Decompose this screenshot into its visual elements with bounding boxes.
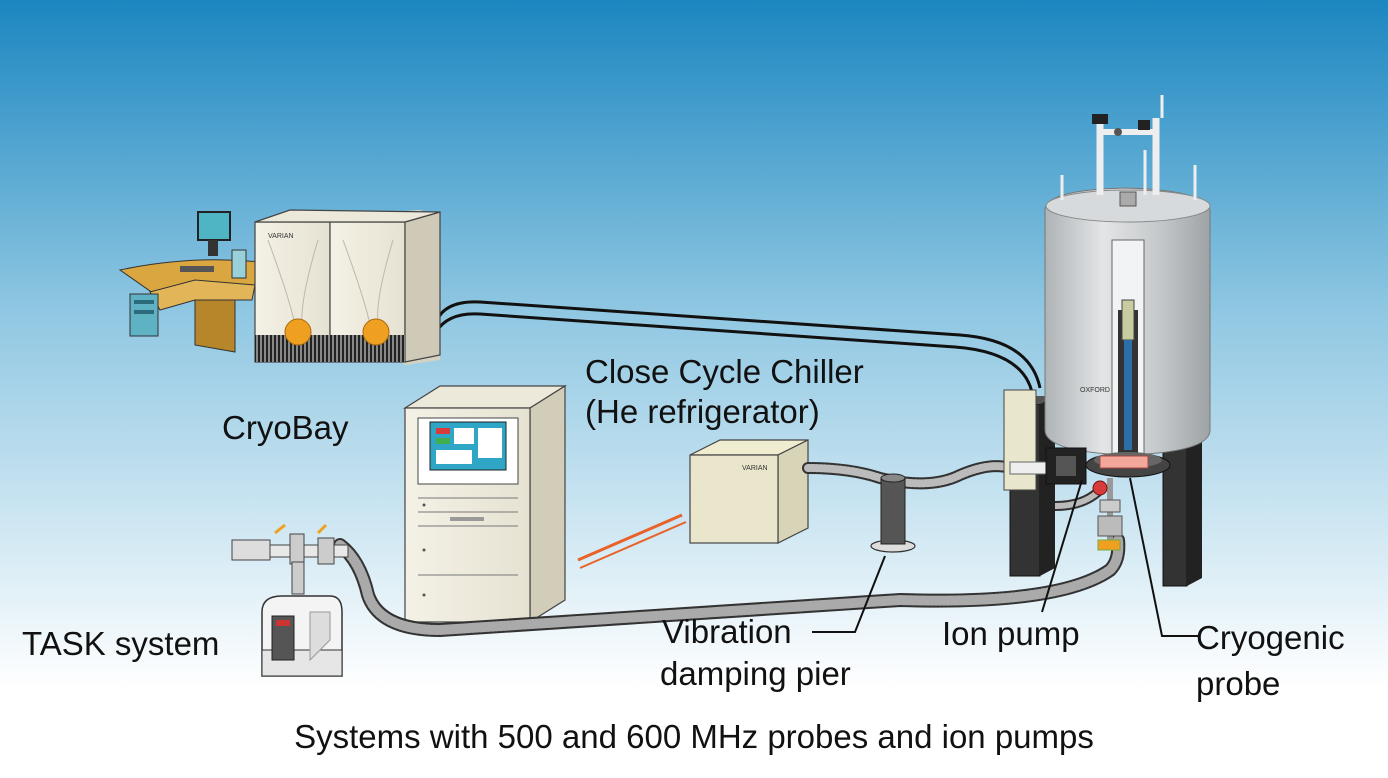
label-cryobay: CryoBay — [222, 409, 349, 446]
ion-pump-leader — [1041, 479, 1083, 613]
spectrometer-console — [402, 384, 568, 624]
vibration-damping-pier — [870, 473, 916, 553]
close-cycle-chiller: VARIAN — [689, 439, 809, 544]
leader-lines — [812, 477, 1198, 637]
nmr-magnet: OXFORD — [1044, 95, 1211, 461]
junction-box — [1003, 389, 1037, 491]
label-pier-line2: damping pier — [660, 655, 851, 692]
cabinet-brand: VARIAN — [268, 233, 294, 240]
probe-leader — [1129, 477, 1198, 637]
label-probe-line1: Cryogenic — [1196, 619, 1345, 656]
magnet-brand: OXFORD — [1080, 387, 1110, 394]
label-chiller-line1: Close Cycle Chiller — [585, 353, 864, 390]
hoses — [333, 460, 1126, 638]
operator-desk — [118, 211, 263, 353]
pier-leader — [812, 555, 886, 633]
label-chiller-line2: (He refrigerator) — [585, 393, 820, 430]
monitor-icon — [197, 211, 231, 241]
cables — [434, 300, 1042, 393]
orange-line — [577, 513, 683, 562]
label-task-system: TASK system — [22, 625, 220, 662]
task-system — [231, 523, 349, 677]
cryobay-cabinets: VARIAN — [254, 209, 441, 365]
figure-caption: Systems with 500 and 600 MHz probes and … — [294, 718, 1094, 755]
cryogenic-probe-base — [1009, 447, 1171, 551]
label-probe-line2: probe — [1196, 665, 1281, 702]
label-ion-pump: Ion pump — [942, 615, 1080, 652]
chiller-brand: VARIAN — [742, 465, 768, 472]
label-pier-line1: Vibration — [662, 613, 792, 650]
